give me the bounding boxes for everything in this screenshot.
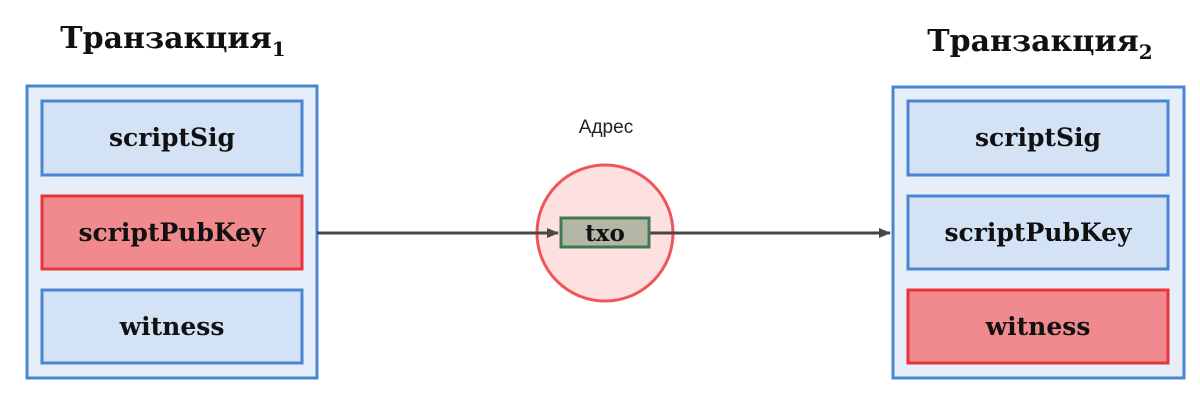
txo-box: txo — [559, 216, 651, 249]
transaction-1-field-scriptpubkey: scriptPubKey — [40, 194, 304, 271]
field-box-highlighted — [906, 288, 1170, 365]
field-label: scriptPubKey — [78, 218, 267, 247]
field-box-highlighted — [40, 194, 304, 271]
transaction-1-title-subscript: 1 — [272, 37, 286, 61]
field-box — [40, 288, 304, 365]
address-node: Адрес — [535, 117, 675, 303]
field-label: witness — [119, 312, 225, 341]
transaction-1-title-main: Транзакция — [60, 21, 272, 56]
transaction-1: Транзакция1 scriptSig scriptPubKey witne… — [25, 21, 319, 380]
txo-rect — [559, 216, 651, 249]
field-label: witness — [985, 312, 1091, 341]
transaction-1-field-witness: witness — [40, 288, 304, 365]
transaction-1-field-scriptsig: scriptSig — [40, 99, 304, 177]
transaction-2-field-scriptsig: scriptSig — [906, 99, 1170, 177]
field-box — [40, 99, 304, 177]
transaction-2-field-scriptpubkey: scriptPubKey — [906, 194, 1170, 271]
field-box — [906, 194, 1170, 271]
transaction-2: Транзакция2 scriptSig scriptPubKey witne… — [891, 24, 1186, 380]
transaction-2-field-witness: witness — [906, 288, 1170, 365]
txo-label: txo — [585, 220, 625, 247]
field-label: scriptSig — [975, 123, 1101, 152]
field-box — [906, 99, 1170, 177]
transaction-2-title-subscript: 2 — [1139, 40, 1153, 64]
address-label: Адрес — [579, 117, 633, 138]
field-label: scriptPubKey — [944, 218, 1133, 247]
transaction-2-title-main: Транзакция — [927, 24, 1139, 59]
field-label: scriptSig — [109, 123, 235, 152]
transaction-1-title: Транзакция1 — [60, 21, 285, 61]
transaction-2-title: Транзакция2 — [927, 24, 1152, 64]
